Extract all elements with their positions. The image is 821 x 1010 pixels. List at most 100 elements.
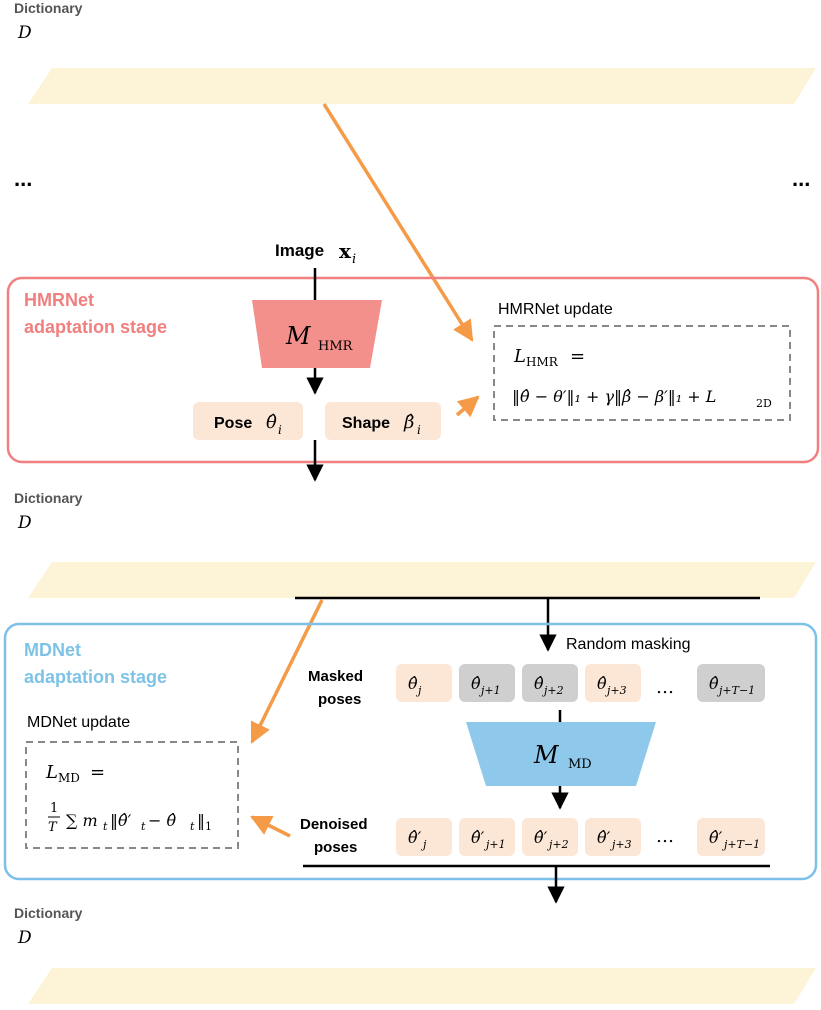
dictionary-label: Dictionary	[14, 0, 83, 16]
pose-token-box	[396, 664, 452, 702]
md-stage-box	[3, 622, 818, 881]
dictionary-label: Dictionary	[14, 490, 83, 506]
shape-label: Shape	[342, 415, 390, 432]
pose-token-box	[697, 818, 765, 856]
masked-pose-token: θ̂j+T−1	[697, 664, 765, 702]
pose-token-subscript: j+T−1	[716, 684, 755, 697]
right-ellipsis: ...	[792, 166, 810, 191]
denoised-poses-label-2: poses	[314, 839, 357, 856]
left-ellipsis: ...	[14, 166, 32, 191]
md-loss-lhs: L	[45, 762, 58, 783]
pose-token-box	[396, 818, 452, 856]
md-loss-rhs-2: ‖θ̂′	[110, 811, 132, 830]
masked-pose-token: θ̂j+1	[459, 664, 515, 702]
md-loss-rhs: ∑ m	[66, 811, 98, 830]
dictionary-label: Dictionary	[14, 905, 83, 921]
pose-token-box	[522, 818, 578, 856]
pose-label: Pose	[214, 415, 252, 432]
pose-token-subscript: j+T−1	[721, 838, 760, 851]
md-model-label: M MD	[533, 741, 592, 772]
dictionary-to-hmr-update-arrow	[322, 103, 474, 342]
hmr-loss-eq: =	[570, 346, 585, 367]
pose-token-symbol: θ̂	[408, 674, 418, 693]
pose-token-symbol: θ̂′	[597, 828, 611, 847]
hmr-loss-lhs-sub: HMR	[526, 355, 559, 369]
pose-token-symbol: θ̂′	[408, 828, 422, 847]
shape-symbol: β̂	[403, 412, 414, 433]
masked-poses-label-2: poses	[318, 691, 361, 708]
denoised-pose-token: θ̂′j+3	[585, 818, 641, 856]
pose-token-box	[459, 818, 515, 856]
masked-pose-token: θ̂j	[396, 664, 452, 702]
dictionary-band	[28, 562, 816, 598]
dictionary-1: Dictionary D	[14, 0, 816, 104]
masked-poses-dots: …	[656, 677, 674, 698]
shape-output-box	[325, 402, 441, 440]
md-loss-rhs-sub3: t	[190, 820, 195, 833]
pose-token-symbol: θ̂′	[534, 828, 548, 847]
dictionary-symbol: D	[17, 23, 32, 43]
hmr-model-block	[252, 300, 382, 368]
hmr-model-subscript: HMR	[318, 339, 354, 354]
md-model-symbol: M	[533, 741, 560, 769]
pose-token-symbol: θ̂	[597, 674, 607, 693]
pose-token-symbol: θ̂	[471, 674, 481, 693]
denoised-pose-token: θ̂′j+T−1	[697, 818, 765, 856]
pose-token-symbol: θ̂′	[709, 828, 723, 847]
pose-token-symbol: θ̂	[534, 674, 544, 693]
dictionary-band	[28, 68, 816, 104]
pose-token-subscript: j+1	[483, 838, 506, 851]
denoised-pose-token: θ̂′j+2	[522, 818, 578, 856]
md-loss-frac-den: T	[48, 820, 58, 835]
shape-subscript: i	[417, 423, 421, 437]
hmr-loss-rhs: ‖θ̂ − θ′‖₁ + γ‖β̂ − β′‖₁ + L	[512, 387, 716, 406]
md-loss-rhs-3: − θ̂	[148, 811, 176, 830]
hmr-loss-lhs: L	[513, 346, 526, 367]
hmr-loss-formula: L HMR = ‖θ̂ − θ′‖₁ + γ‖β̂ − β′‖₁ + L 2D	[512, 346, 772, 410]
hmr-update-label: HMRNet update	[498, 301, 613, 318]
pose-token-subscript: j+2	[546, 838, 569, 851]
pose-subscript: i	[278, 423, 282, 437]
md-loss-rhs-sub2: t	[141, 820, 146, 833]
pose-symbol: θ̂	[266, 412, 277, 433]
pose-token-symbol: θ̂	[709, 674, 719, 693]
hmr-stage-box	[6, 276, 820, 464]
dictionary-symbol: D	[17, 928, 32, 948]
image-input-label: Image x i	[275, 239, 356, 267]
image-symbol: x	[339, 239, 352, 263]
md-loss-rhs-4: ‖	[197, 811, 205, 830]
pose-token-symbol: θ̂′	[471, 828, 485, 847]
hmr-stage-title-1: HMRNet	[24, 290, 94, 310]
shape-to-hmr-update-arrow	[455, 395, 480, 418]
dictionary-2: Dictionary D	[14, 490, 816, 598]
md-model-subscript: MD	[568, 757, 592, 772]
hmr-loss-box	[493, 325, 791, 421]
random-masking-label: Random masking	[566, 636, 691, 653]
md-loss-eq: =	[90, 762, 105, 783]
image-subscript: i	[352, 252, 356, 267]
image-label: Image	[275, 241, 324, 260]
pose-token-box	[459, 664, 515, 702]
masked-pose-token: θ̂j+2	[522, 664, 578, 702]
pose-token-box	[697, 664, 765, 702]
hmr-model-symbol: M	[285, 322, 312, 350]
md-loss-frac-num: 1	[50, 801, 58, 816]
md-loss-formula: L MD = 1 T ∑ m t ‖θ̂′ t − θ̂ t ‖ 1	[45, 762, 212, 835]
md-stage-title-1: MDNet	[24, 640, 81, 660]
masked-pose-token: θ̂j+3	[585, 664, 641, 702]
dictionary-band	[28, 968, 816, 1004]
dictionary-3: Dictionary D	[14, 905, 816, 1004]
pose-token-subscript: j	[420, 838, 427, 851]
md-update-label: MDNet update	[27, 714, 130, 731]
md-stage-title-2: adaptation stage	[24, 667, 167, 687]
pose-token-subscript: j+3	[609, 838, 632, 851]
pose-token-subscript: j+2	[541, 684, 564, 697]
hmr-stage-title-2: adaptation stage	[24, 317, 167, 337]
pose-token-box	[522, 664, 578, 702]
pose-output-box	[193, 402, 303, 440]
denoised-poses-label-1: Denoised	[300, 816, 368, 833]
pose-token-box	[585, 818, 641, 856]
